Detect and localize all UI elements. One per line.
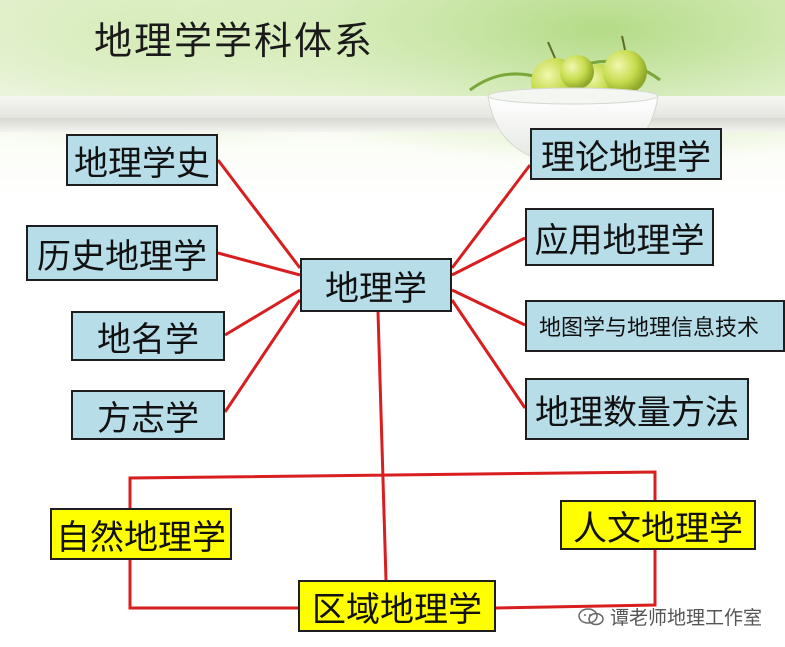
connector-theoretical — [450, 164, 532, 269]
node-theoretical-geography: 理论地理学 — [530, 128, 722, 180]
node-chorography: 方志学 — [71, 390, 225, 440]
chat-bubble-icon — [578, 607, 604, 625]
node-cartography-gis: 地图学与地理信息技术 — [525, 300, 785, 352]
node-quantitative-methods: 地理数量方法 — [525, 378, 749, 440]
connector-frame-right — [495, 550, 657, 610]
node-physical-geography: 自然地理学 — [50, 508, 232, 560]
watermark: 谭老师地理工作室 — [578, 603, 762, 630]
connector-quantitative — [450, 299, 527, 409]
node-applied-geography: 应用地理学 — [525, 208, 714, 266]
watermark-text: 谭老师地理工作室 — [610, 607, 763, 629]
node-historical-geography: 历史地理学 — [26, 225, 218, 281]
node-regional-geography: 区域地理学 — [298, 580, 496, 632]
page-title: 地理学学科体系 — [94, 19, 375, 63]
node-history-of-geography: 地理学史 — [66, 134, 218, 186]
connector-historical-geography — [217, 251, 301, 277]
connector-frame-left — [128, 560, 298, 610]
connector-frame-top — [128, 470, 657, 508]
connector-chorography — [223, 299, 302, 413]
connector-center-down — [376, 311, 388, 581]
connector-history — [216, 159, 302, 269]
connector-applied — [451, 236, 526, 277]
node-geography-center: 地理学 — [300, 258, 452, 312]
node-toponymy: 地名学 — [71, 311, 225, 361]
connector-cartography — [451, 288, 526, 327]
connector-toponymy — [224, 288, 301, 337]
node-human-geography: 人文地理学 — [560, 500, 756, 550]
